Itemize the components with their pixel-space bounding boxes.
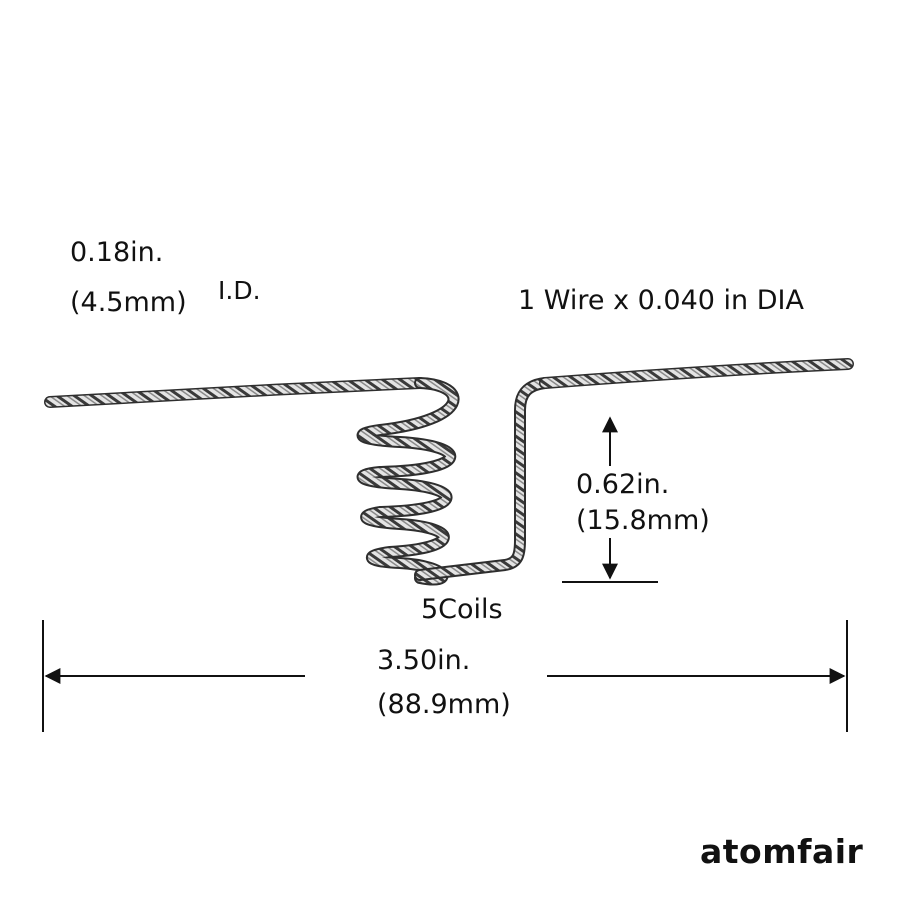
id-suffix-label: I.D. — [218, 276, 261, 305]
wire-spec-label: 1 Wire x 0.040 in DIA — [518, 285, 804, 316]
id-dimension-mm: (4.5mm) — [70, 287, 187, 318]
height-dimension — [562, 416, 658, 583]
coils-count-label: 5Coils — [421, 594, 503, 625]
twisted-wire — [44, 358, 854, 586]
length-dimension-inches: 3.50in. — [377, 645, 471, 676]
brand-logo: atomfair — [700, 832, 864, 871]
length-dimension-mm: (88.9mm) — [377, 689, 511, 720]
coil-spring — [356, 377, 460, 586]
height-dimension-mm: (15.8mm) — [576, 505, 710, 536]
length-dimension — [42, 620, 848, 732]
id-dimension-inches: 0.18in. — [70, 237, 164, 268]
height-dimension-inches: 0.62in. — [576, 469, 670, 500]
